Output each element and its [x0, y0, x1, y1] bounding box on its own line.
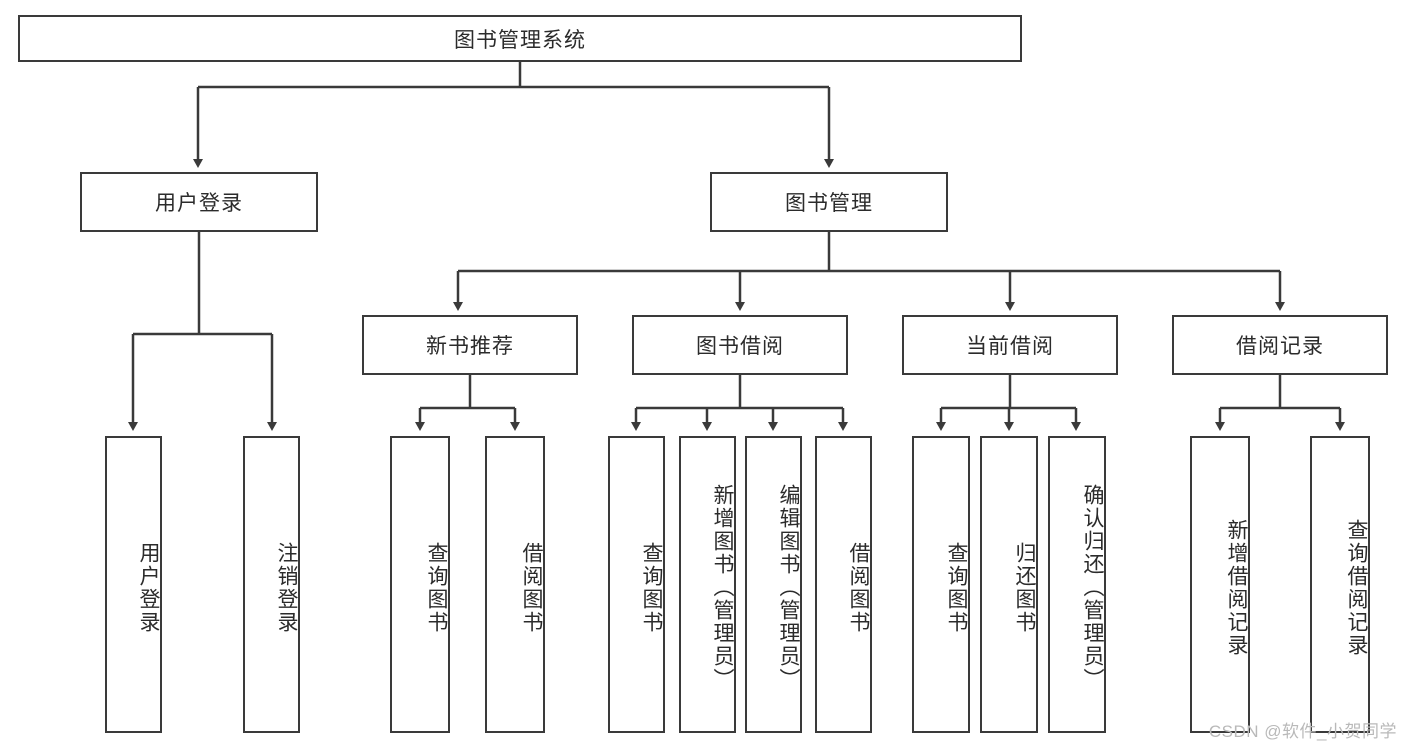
- node-label: 当前借阅: [966, 335, 1054, 358]
- node-label: 新增图书（管理员）: [711, 484, 734, 691]
- leaf-new-book-query[interactable]: 查询图书: [390, 436, 450, 733]
- node-label: 归还图书: [1013, 541, 1036, 634]
- leaf-user-login-login[interactable]: 用户登录: [105, 436, 162, 733]
- leaf-book-borrow-borrow[interactable]: 借阅图书: [815, 436, 872, 733]
- node-label: 图书管理: [785, 192, 873, 215]
- csdn-watermark: CSDN @软件_小贺同学: [1208, 722, 1397, 741]
- node-label: 查询图书: [640, 541, 663, 634]
- node-label: 图书管理系统: [454, 28, 586, 52]
- node-label: 借阅记录: [1236, 335, 1324, 358]
- leaf-user-login-logout[interactable]: 注销登录: [243, 436, 300, 733]
- leaf-book-borrow-edit[interactable]: 编辑图书（管理员）: [745, 436, 802, 733]
- leaf-book-borrow-query[interactable]: 查询图书: [608, 436, 665, 733]
- node-label: 用户登录: [155, 192, 243, 215]
- node-label: 借阅图书: [847, 541, 870, 634]
- node-label: 新书推荐: [426, 335, 514, 358]
- node-label: 查询借阅记录: [1345, 518, 1368, 657]
- leaf-current-borrow-confirm-return[interactable]: 确认归还（管理员）: [1048, 436, 1106, 733]
- node-new-book-recommend[interactable]: 新书推荐: [362, 315, 578, 375]
- leaf-new-book-borrow[interactable]: 借阅图书: [485, 436, 545, 733]
- leaf-current-borrow-query[interactable]: 查询图书: [912, 436, 970, 733]
- node-label: 新增借阅记录: [1225, 518, 1248, 657]
- node-user-login[interactable]: 用户登录: [80, 172, 318, 232]
- node-label: 编辑图书（管理员）: [777, 484, 800, 691]
- leaf-current-borrow-return[interactable]: 归还图书: [980, 436, 1038, 733]
- node-book-borrow[interactable]: 图书借阅: [632, 315, 848, 375]
- node-label: 图书借阅: [696, 335, 784, 358]
- node-root-book-management-system[interactable]: 图书管理系统: [18, 15, 1022, 62]
- node-book-management[interactable]: 图书管理: [710, 172, 948, 232]
- node-label: 注销登录: [275, 541, 298, 634]
- node-borrow-record[interactable]: 借阅记录: [1172, 315, 1388, 375]
- node-label: 借阅图书: [520, 541, 543, 634]
- node-current-borrow[interactable]: 当前借阅: [902, 315, 1118, 375]
- node-label: 确认归还（管理员）: [1081, 484, 1104, 691]
- node-label: 用户登录: [137, 541, 160, 634]
- leaf-borrow-record-query[interactable]: 查询借阅记录: [1310, 436, 1370, 733]
- leaf-borrow-record-add[interactable]: 新增借阅记录: [1190, 436, 1250, 733]
- node-label: 查询图书: [425, 541, 448, 634]
- leaf-book-borrow-add[interactable]: 新增图书（管理员）: [679, 436, 736, 733]
- node-label: 查询图书: [945, 541, 968, 634]
